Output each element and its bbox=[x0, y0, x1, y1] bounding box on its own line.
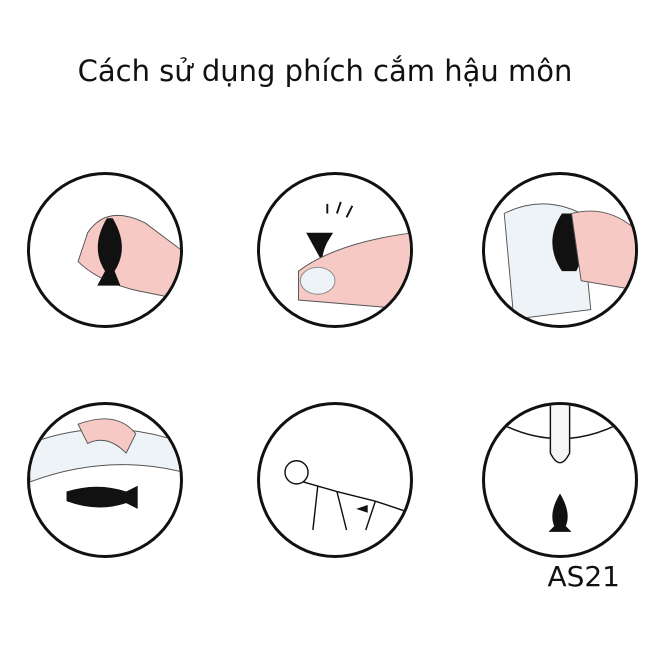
product-code: AS21 bbox=[547, 560, 620, 593]
step-6-insert bbox=[482, 402, 638, 558]
page-title: Cách sử dụng phích cắm hậu môn bbox=[77, 54, 573, 88]
insert-product-icon bbox=[485, 405, 635, 532]
lubricate-product-icon bbox=[30, 418, 180, 509]
position-body-icon bbox=[284, 460, 405, 531]
step-3-dry bbox=[482, 172, 638, 328]
step-4-lubricate bbox=[27, 402, 183, 558]
step-5-position bbox=[257, 402, 413, 558]
step-2-wash bbox=[257, 172, 413, 328]
wash-product-icon bbox=[297, 201, 410, 310]
dry-product-icon bbox=[503, 203, 635, 320]
hold-product-icon bbox=[77, 214, 180, 300]
step-1-hold bbox=[27, 172, 183, 328]
